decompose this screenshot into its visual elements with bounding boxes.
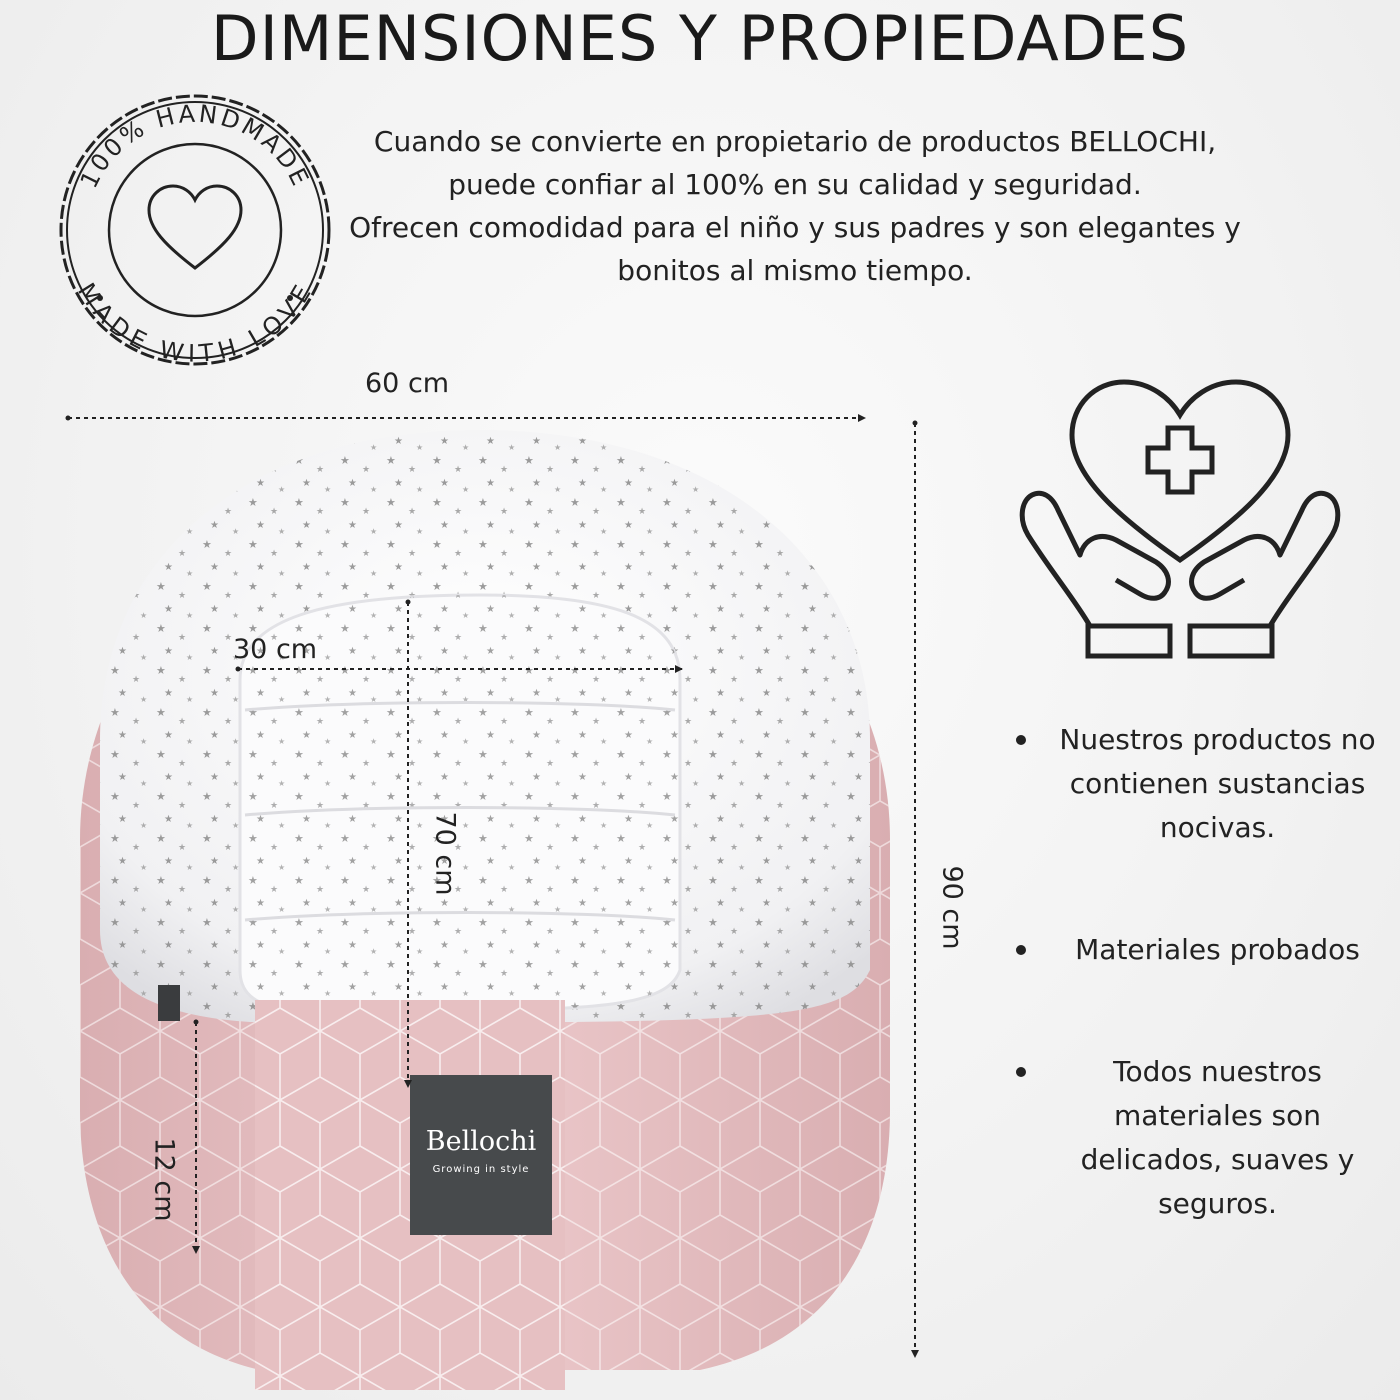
bullet-dot: [1016, 945, 1026, 955]
feature-item: Nuestros productos no contienen sustanci…: [1010, 718, 1395, 850]
feature-text: contienen sustancias: [1069, 767, 1366, 800]
height-label: 12 cm: [148, 1137, 180, 1222]
inner-length-label: 70 cm: [429, 811, 461, 896]
bullet-dot: [1016, 735, 1026, 745]
width-label: 60 cm: [365, 368, 450, 399]
feature-text: materiales son: [1113, 1099, 1322, 1132]
badge-scalloped-border: [59, 94, 331, 366]
baby-nest-image: ★ ★ ★ ★ Bellochi Growing: [80, 430, 890, 1390]
page-title: DIMENSIONES Y PROPIEDADES: [210, 2, 1190, 75]
length-label: 90 cm: [936, 865, 968, 950]
hands-holding-heart-with-cross-icon: [1019, 379, 1341, 659]
nest-side-tag: [158, 985, 180, 1021]
inner-width-label: 30 cm: [233, 634, 318, 665]
intro-text: Cuando se convierte en propietario de pr…: [330, 120, 1260, 292]
label-brand: Bellochi: [426, 1126, 537, 1157]
feature-text: Materiales probados: [1075, 933, 1360, 966]
heart-outline-icon: [147, 184, 243, 270]
bullet-dot: [1016, 1067, 1026, 1077]
feature-text: Nuestros productos no: [1059, 723, 1376, 756]
label-slogan: Growing in style: [433, 1164, 530, 1175]
svg-text:MADE WITH LOVE: MADE WITH LOVE: [72, 278, 318, 368]
feature-text: nocivas.: [1159, 811, 1276, 844]
svg-text:100% HANDMADE: 100% HANDMADE: [75, 100, 316, 193]
feature-item: Todos nuestros materiales son delicados,…: [1010, 1050, 1395, 1226]
feature-text: delicados, suaves y: [1080, 1143, 1355, 1176]
intro-line: puede confiar al 100% en su calidad y se…: [448, 168, 1142, 201]
feature-text: seguros.: [1158, 1187, 1277, 1220]
handmade-badge: 100% HANDMADE MADE WITH LOVE: [59, 94, 331, 368]
feature-text: Todos nuestros: [1113, 1055, 1322, 1088]
feature-list: Nuestros productos no contienen sustanci…: [1010, 718, 1395, 1226]
feature-item: Materiales probados: [1010, 928, 1395, 972]
intro-line: bonitos al mismo tiempo.: [617, 254, 973, 287]
intro-line: Ofrecen comodidad para el niño y sus pad…: [349, 211, 1241, 244]
badge-bottom-text: MADE WITH LOVE: [72, 278, 315, 368]
badge-top-text: 100% HANDMADE: [75, 100, 313, 193]
product-label: Bellochi Growing in style: [410, 1075, 552, 1235]
intro-line: Cuando se convierte en propietario de pr…: [373, 125, 1217, 158]
